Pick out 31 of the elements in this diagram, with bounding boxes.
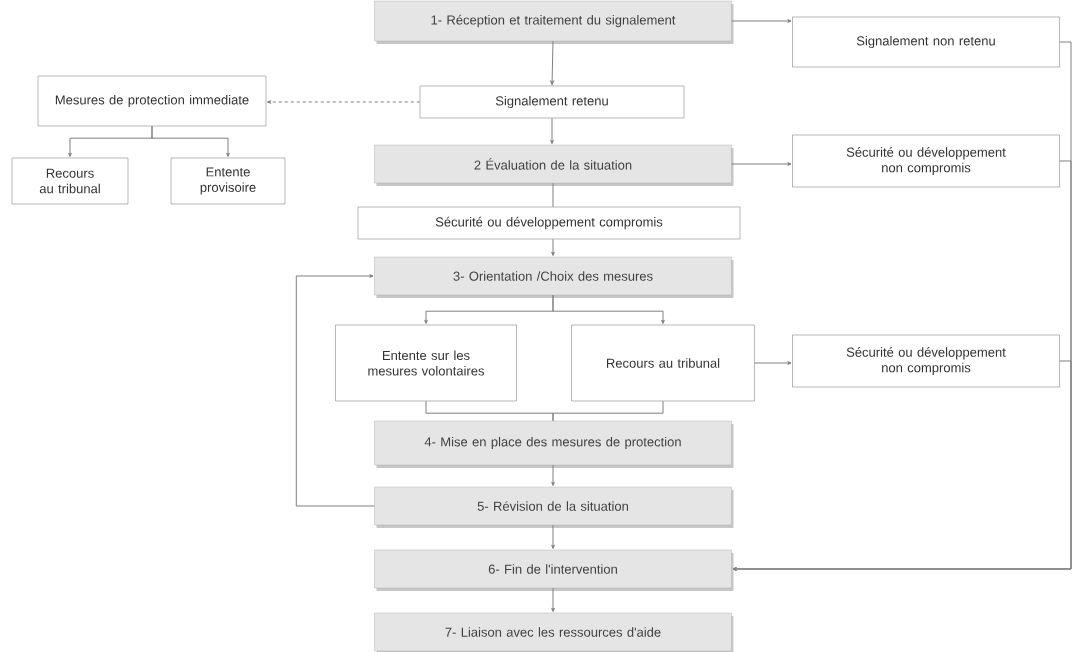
step-box: 7- Liaison avec les ressources d'aide: [374, 612, 732, 652]
arrow: [550, 40, 554, 85]
step-box: 1- Réception et traitement du signalement: [374, 0, 732, 42]
outcome-box: Signalement retenu: [419, 85, 685, 119]
outcome-box: Sécurité ou développement compromis: [357, 206, 741, 240]
arrow: [754, 361, 792, 365]
outcome-box: Entente sur les mesures volontaires: [335, 324, 517, 402]
outcome-box: Signalement non retenu: [792, 16, 1060, 68]
arrow: [551, 524, 555, 549]
outcome-box: Recours au tribunal: [571, 324, 755, 402]
arrow: [267, 100, 421, 104]
arrow: [731, 162, 792, 166]
arrow: [295, 274, 375, 507]
arrow: [551, 464, 555, 486]
outcome-box: Entente provisoire: [170, 157, 286, 205]
outcome-box: Sécurité ou développement non compromis: [792, 334, 1060, 388]
outcome-box: Mesures de protection immediate: [37, 75, 267, 127]
arrow: [731, 19, 792, 23]
step-box: 4- Mise en place des mesures de protection: [374, 420, 732, 466]
step-box: 3- Orientation /Choix des mesures: [374, 256, 732, 296]
arrow: [551, 587, 555, 612]
step-box: 2 Évaluation de la situation: [374, 144, 732, 184]
arrow: [151, 125, 230, 157]
arrow: [550, 117, 554, 144]
step-box: 6- Fin de l'intervention: [374, 549, 732, 589]
arrow: [732, 360, 1072, 571]
arrow: [551, 238, 555, 256]
outcome-box: Sécurité ou développement non compromis: [792, 134, 1060, 188]
step-box: 5- Révision de la situation: [374, 486, 732, 526]
arrow: [552, 294, 665, 324]
outcome-box: Recours au tribunal: [11, 157, 129, 205]
